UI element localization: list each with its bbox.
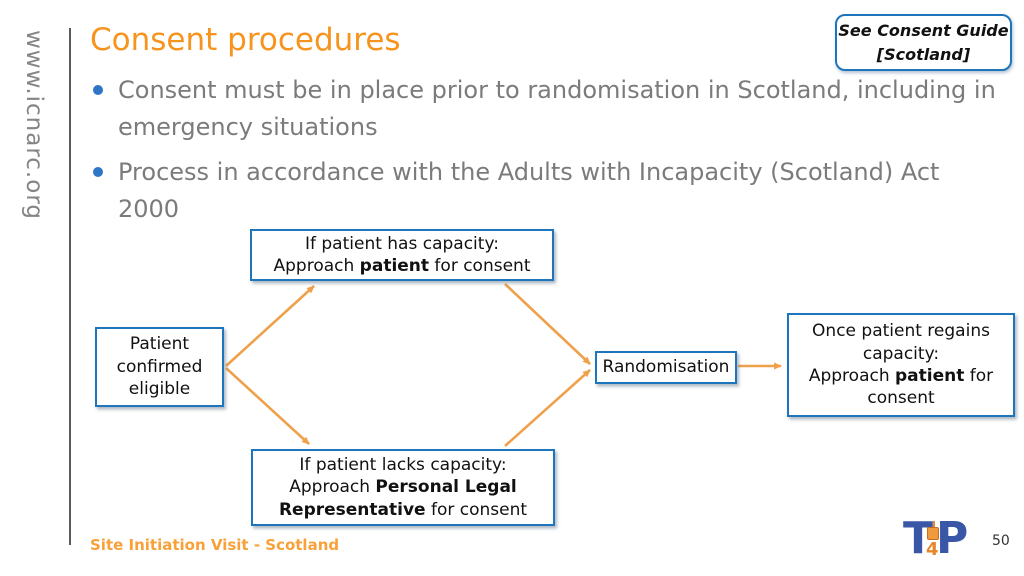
has-capacity-line1: If patient has capacity: [304, 233, 499, 254]
regains-line1: Once patient regains capacity: [812, 321, 990, 364]
logo-digit-four: 4 [926, 539, 939, 560]
bullet-item: Consent must be in place prior to random… [90, 72, 1002, 146]
consent-guide-callout: See Consent Guide [Scotland] [835, 14, 1012, 71]
regains-line2: Approach patient for consent [808, 366, 994, 409]
left-divider-line [69, 28, 71, 545]
bullet-dot-icon [93, 85, 103, 95]
flowchart-box-patient-eligible: Patient confirmed eligible [95, 327, 224, 407]
logo-drip-stem-icon [933, 521, 935, 527]
footer-slide-label: Site Initiation Visit - Scotland [90, 536, 340, 554]
bullet-dot-icon [93, 167, 103, 177]
has-capacity-line2: Approach patient for consent [273, 256, 531, 276]
arrow-eligible-to-has-capacity [225, 285, 315, 367]
logo-letter-p: P [936, 513, 969, 564]
bullet-list: Consent must be in place prior to random… [90, 72, 1002, 236]
arrow-eligible-to-lacks-capacity [225, 367, 310, 445]
consent-guide-line2: [Scotland] [876, 44, 971, 64]
flowchart-box-randomisation: Randomisation [595, 351, 737, 384]
page-title: Consent procedures [90, 22, 401, 58]
lacks-line2: Approach Personal Legal Representative f… [278, 477, 528, 520]
arrow-has-capacity-to-randomisation [504, 283, 591, 365]
t4p-trial-logo: T 4 P [903, 514, 969, 568]
flowchart-box-regains-capacity: Once patient regains capacity: Approach … [787, 313, 1015, 417]
arrow-lacks-capacity-to-randomisation [504, 369, 591, 447]
lacks-line1: If patient lacks capacity: [299, 454, 507, 475]
page-number: 50 [992, 533, 1010, 549]
eligible-text: Patient confirmed eligible [116, 334, 203, 400]
flowchart-box-has-capacity: If patient has capacity: Approach patien… [250, 229, 554, 281]
flowchart-box-lacks-capacity: If patient lacks capacity: Approach Pers… [251, 449, 555, 526]
consent-guide-line1: See Consent Guide [838, 21, 1009, 41]
bullet-item: Process in accordance with the Adults wi… [90, 154, 1002, 228]
randomisation-text: Randomisation [602, 357, 730, 378]
bullet-text: Process in accordance with the Adults wi… [118, 158, 940, 223]
website-watermark: www.icnarc.org [21, 30, 47, 220]
bullet-text: Consent must be in place prior to random… [118, 76, 996, 141]
logo-iv-bag-icon [927, 527, 939, 540]
